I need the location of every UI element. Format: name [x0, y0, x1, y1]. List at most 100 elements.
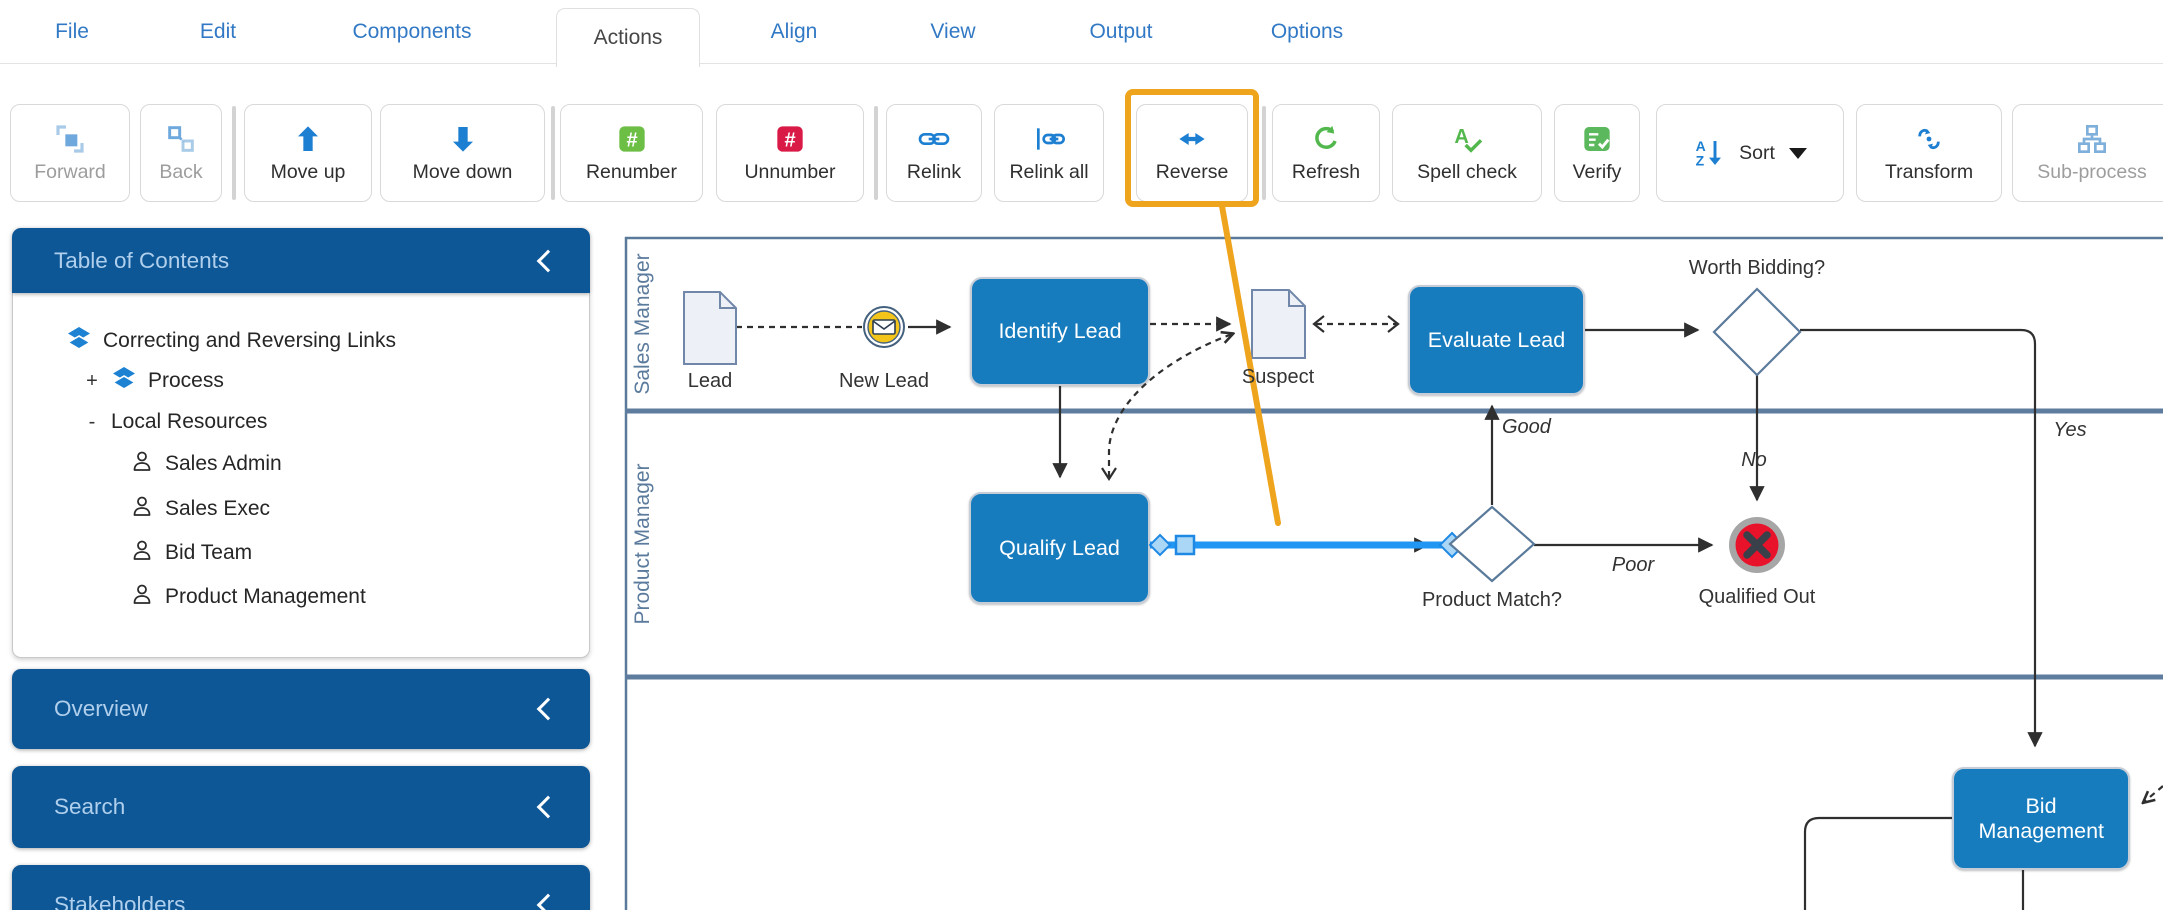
toc-item-product-management[interactable]: Product Management: [130, 583, 366, 611]
toc-item-sales-admin[interactable]: Sales Admin: [130, 450, 282, 478]
toolbar-separator: [551, 106, 555, 200]
collapse-chevron-icon[interactable]: [536, 795, 560, 819]
lane-label-sales-manager: Sales Manager: [631, 253, 654, 395]
menu-components[interactable]: Components: [352, 19, 472, 43]
collapse-chevron-icon[interactable]: [536, 249, 560, 272]
link-worth-bidding-to-bid-management-yes[interactable]: [1800, 328, 2043, 748]
collapse-minus[interactable]: -: [88, 410, 96, 433]
gateway-product-match[interactable]: [1448, 505, 1536, 583]
sub-process-button[interactable]: Sub-process: [2012, 104, 2163, 202]
refresh-button[interactable]: Refresh: [1272, 104, 1380, 202]
unnumber-icon: #: [774, 122, 806, 156]
open-arrowhead: [1312, 315, 1325, 333]
move-down-button[interactable]: Move down: [380, 104, 545, 202]
relink-icon: [917, 122, 951, 156]
toc-panel-body: [12, 293, 590, 658]
task-evaluate-lead[interactable]: Evaluate Lead: [1408, 285, 1585, 395]
stakeholders-panel-header[interactable]: Stakeholders: [12, 865, 590, 910]
menu-align[interactable]: Align: [770, 19, 818, 43]
swimlane-borders: [624, 236, 2163, 910]
svg-text:#: #: [784, 129, 795, 151]
link-bid-management-out-left[interactable]: [1803, 816, 1952, 910]
overview-panel-header[interactable]: Overview: [12, 669, 590, 749]
renumber-button[interactable]: # Renumber: [560, 104, 703, 202]
spell-check-button[interactable]: A Spell check: [1392, 104, 1542, 202]
svg-text:A: A: [1454, 126, 1468, 148]
expand-plus[interactable]: +: [86, 369, 98, 392]
move-down-icon: [447, 122, 479, 156]
toc-panel-header[interactable]: Table of Contents: [12, 228, 590, 293]
forward-icon: [54, 122, 86, 156]
refresh-icon: [1310, 122, 1342, 156]
person-icon: [130, 538, 154, 568]
document-lead-fold: [719, 292, 736, 309]
document-suspect[interactable]: [1251, 289, 1306, 359]
label-worth-bidding: Worth Bidding?: [1688, 257, 1826, 279]
move-up-icon: [292, 122, 324, 156]
edge-label-poor: Poor: [1611, 554, 1655, 576]
move-up-button[interactable]: Move up: [244, 104, 372, 202]
person-icon: [130, 449, 154, 479]
relink-button[interactable]: Relink: [886, 104, 982, 202]
link-into-bid-management-right[interactable]: [2144, 785, 2163, 802]
menu-view[interactable]: View: [930, 19, 976, 43]
label-product-match: Product Match?: [1421, 589, 1563, 611]
x-icon: [1743, 531, 1771, 559]
svg-text:Z: Z: [1696, 153, 1705, 169]
menu-tab-actions-active[interactable]: Actions: [556, 8, 700, 67]
menu-options[interactable]: Options: [1270, 19, 1344, 43]
layers-icon: [66, 325, 92, 357]
toc-item-process[interactable]: + Process: [84, 367, 224, 395]
search-panel-header[interactable]: Search: [12, 766, 590, 848]
link-midpoint-handle[interactable]: [1174, 534, 1196, 556]
toc-item-sales-exec[interactable]: Sales Exec: [130, 495, 270, 523]
transform-button[interactable]: Transform: [1856, 104, 2002, 202]
toolbar-separator: [232, 106, 236, 200]
layers-icon: [111, 365, 137, 397]
svg-text:A: A: [1696, 138, 1706, 154]
label-suspect: Suspect: [1241, 366, 1315, 388]
task-bid-management[interactable]: Bid Management: [1952, 767, 2130, 870]
menu-edit[interactable]: Edit: [199, 19, 237, 43]
collapse-chevron-icon[interactable]: [536, 697, 560, 721]
open-arrowhead: [1101, 467, 1117, 482]
verify-button[interactable]: Verify: [1554, 104, 1640, 202]
edge-label-yes: Yes: [2053, 419, 2087, 441]
lane-label-product-manager: Product Manager: [631, 463, 654, 625]
spell-check-icon: A: [1450, 122, 1484, 156]
menu-output[interactable]: Output: [1089, 19, 1153, 43]
toc-panel-title: Table of Contents: [54, 247, 230, 273]
task-identify-lead[interactable]: Identify Lead: [970, 277, 1150, 386]
gateway-worth-bidding[interactable]: [1712, 287, 1802, 377]
relink-all-icon: [1032, 122, 1066, 156]
toc-item-correcting-and-reversing-links[interactable]: Correcting and Reversing Links: [66, 327, 396, 355]
document-suspect-fold: [1288, 290, 1305, 307]
toolbar-separator: [1262, 106, 1266, 200]
link-endpoint-handle[interactable]: [1438, 531, 1466, 559]
task-qualify-lead[interactable]: Qualify Lead: [969, 492, 1150, 604]
relink-all-button[interactable]: Relink all: [994, 104, 1104, 202]
unnumber-button[interactable]: # Unnumber: [716, 104, 864, 202]
back-button[interactable]: Back: [140, 104, 222, 202]
menu-bar: File Edit Components Align View Output O…: [0, 0, 2163, 64]
label-lead: Lead: [687, 370, 733, 392]
person-icon: [130, 582, 154, 612]
reverse-button[interactable]: Reverse: [1136, 104, 1248, 202]
sort-dropdown-caret-icon[interactable]: [1788, 147, 1807, 159]
label-qualified-out: Qualified Out: [1698, 586, 1816, 608]
toc-item-bid-team[interactable]: Bid Team: [130, 539, 252, 567]
toc-item-local-resources[interactable]: - Local Resources: [84, 408, 268, 436]
event-new-lead[interactable]: [863, 306, 905, 348]
toolbar-separator: [874, 106, 878, 200]
reverse-icon: [1175, 122, 1209, 156]
document-lead[interactable]: [683, 291, 737, 365]
menu-file[interactable]: File: [55, 19, 89, 43]
open-arrowhead: [1387, 315, 1400, 333]
forward-button[interactable]: Forward: [10, 104, 130, 202]
link-endpoint-handle[interactable]: [1148, 533, 1172, 557]
selected-link-qualify-lead-to-product-match[interactable]: [1148, 531, 1466, 559]
collapse-chevron-icon[interactable]: [536, 893, 560, 910]
event-qualified-out[interactable]: [1729, 517, 1785, 573]
